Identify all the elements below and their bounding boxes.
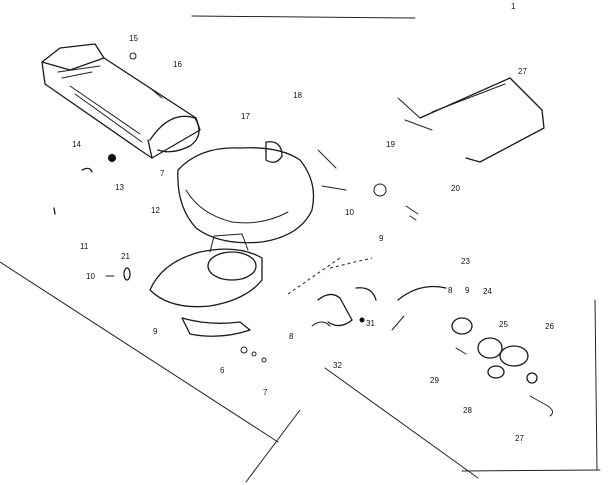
callout-26: 26 [545,322,554,331]
bushing-10 [123,267,131,281]
motor-neck [209,233,249,253]
nut-6 [251,351,257,357]
rivet-31 [359,317,365,323]
callout-18: 18 [293,91,302,100]
knob-13 [108,154,116,162]
callout-labels: 1 15 16 18 17 27 19 14 13 12 7 20 10 9 1… [72,2,554,443]
callout-29: 29 [430,376,439,385]
callout-8-right: 8 [448,286,453,295]
clip-14 [81,167,93,173]
screw-20 [405,205,419,221]
callout-9-mid: 9 [379,234,384,243]
gear-case-shaft [317,149,347,191]
link-arm [317,293,353,327]
motor-top-ring [207,251,257,281]
callout-6: 6 [220,366,225,375]
handle-top-face [41,43,105,71]
gear-case-lug [265,141,283,163]
callout-10-left: 10 [86,272,95,281]
callout-31: 31 [366,319,375,328]
callout-7-upper: 7 [160,169,165,178]
gear-cluster [391,285,554,417]
gear-hub [487,365,505,379]
gear-26 [499,345,529,367]
callout-23: 23 [461,257,470,266]
spring-clip [355,287,377,301]
bolt-29 [529,395,554,417]
frame-lines [0,15,601,483]
callout-19: 19 [386,140,395,149]
callout-12: 12 [151,206,160,215]
screw-15 [129,52,137,60]
nut-28 [526,372,538,384]
pin-16 [149,87,163,99]
small-parts-left [53,154,131,281]
callout-11: 11 [80,242,89,251]
cover-plate-edge [431,83,506,113]
nut-7 [261,357,267,363]
linkage-parts [287,183,419,327]
cover-plate [397,77,545,163]
handle-right-side [103,57,201,159]
gear-case [177,141,347,244]
handle-left-side [41,61,153,159]
callout-9-left: 9 [153,327,158,336]
callout-15: 15 [129,34,138,43]
top-border-line [191,15,416,19]
callout-21: 21 [121,252,130,261]
handle-housing [41,43,201,159]
right-border-line [594,299,598,471]
collar-19 [373,183,387,197]
gear-24 [451,317,473,335]
callout-27-top: 27 [518,67,527,76]
washer-6 [240,346,248,354]
callout-13: 13 [115,183,124,192]
bottom-border-line [461,469,601,472]
gear-25 [477,337,503,359]
callout-20: 20 [451,184,460,193]
handle-body-lines [69,85,143,143]
spring-23 [397,285,447,301]
callout-14: 14 [72,140,81,149]
pin-9 [391,315,405,331]
assembly-line [287,257,373,295]
left-perspective-line [0,261,279,443]
callout-17: 17 [241,112,250,121]
pin-7 [53,207,56,215]
callout-8-mid: 8 [289,332,294,341]
callout-9-right: 9 [465,286,470,295]
lower-diagonal-line [245,409,301,483]
callout-25: 25 [499,320,508,329]
gear-case-rim [185,189,289,224]
callout-1: 1 [511,2,516,11]
callout-16: 16 [173,60,182,69]
motor-base [149,233,267,363]
gear-case-body [177,147,315,244]
handle-grip-lines [57,65,101,79]
handle-boss [149,115,200,153]
cover-plate-tabs [397,97,433,131]
callout-24: 24 [483,287,492,296]
callout-27-bottom: 27 [515,434,524,443]
base-foot [181,317,251,337]
callout-32: 32 [333,361,342,370]
cover-plate-outline [419,77,545,163]
motor-base-body [149,248,263,308]
callout-7-lower: 7 [263,388,268,397]
shim-28 [455,347,467,355]
link-ring [311,321,331,327]
callout-10-mid: 10 [345,208,354,217]
right-perspective-line [324,367,479,479]
callout-28: 28 [463,406,472,415]
